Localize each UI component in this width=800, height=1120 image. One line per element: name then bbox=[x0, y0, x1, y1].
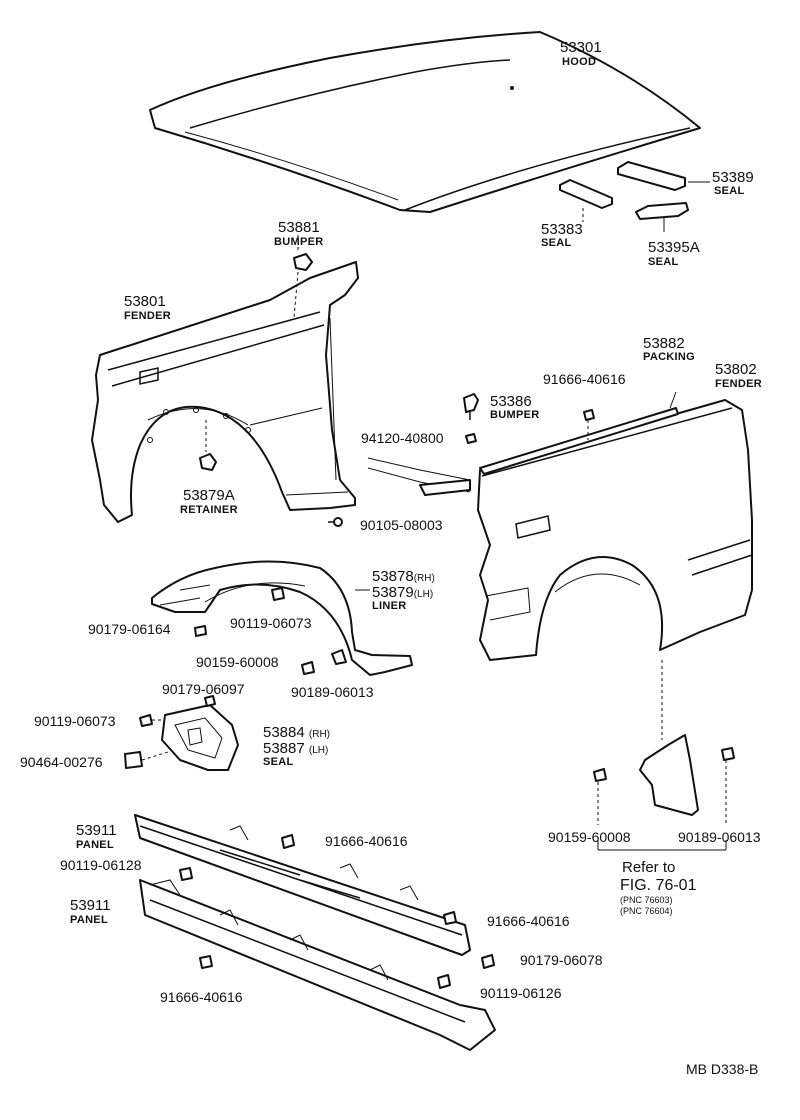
seal-53383-part[interactable] bbox=[559, 179, 613, 209]
label-panel-upper: PANEL bbox=[76, 839, 114, 851]
label-hood: HOOD bbox=[562, 56, 597, 68]
label-retainer: RETAINER bbox=[180, 504, 238, 516]
panel-53911-lower-part[interactable] bbox=[139, 879, 496, 1051]
clip-90179-06078-part[interactable] bbox=[481, 954, 495, 969]
label-53879: 53879(LH) bbox=[372, 585, 433, 600]
label-90119-06126: 90119-06126 bbox=[480, 985, 562, 1001]
screw-90159-60008-b-part[interactable] bbox=[593, 768, 607, 782]
label-90119-06128: 90119-06128 bbox=[60, 857, 142, 873]
footer-code: MB D338-B bbox=[686, 1061, 759, 1077]
packing-53882-part[interactable] bbox=[479, 407, 679, 475]
label-pnc-76603: (PNC 76603) bbox=[620, 895, 673, 905]
clip-90119-06073-b-part[interactable] bbox=[139, 714, 153, 727]
label-53879-number: 53879 bbox=[372, 584, 414, 601]
label-seal-53383: SEAL bbox=[541, 237, 572, 249]
label-seal-53389: SEAL bbox=[714, 185, 745, 197]
label-90179-06164: 90179-06164 bbox=[88, 621, 171, 637]
label-bumper-53386: BUMPER bbox=[490, 409, 540, 421]
label-53389: 53389 bbox=[712, 169, 754, 186]
label-panel-lower: PANEL bbox=[70, 914, 108, 926]
seal-53884-53887-part[interactable] bbox=[161, 704, 239, 771]
label-91666-40616-c: 91666-40616 bbox=[487, 913, 570, 929]
label-94120-40800: 94120-40800 bbox=[361, 430, 444, 446]
label-53879-suffix: (LH) bbox=[413, 589, 434, 600]
bolt-90119-06128-part[interactable] bbox=[179, 867, 193, 881]
label-90119-06073-a: 90119-06073 bbox=[230, 615, 312, 631]
label-90179-06097: 90179-06097 bbox=[162, 681, 245, 697]
label-91666-40616-b: 91666-40616 bbox=[325, 833, 408, 849]
bumper-53881-part[interactable] bbox=[293, 253, 313, 271]
clip-90179-06097-part[interactable] bbox=[204, 695, 216, 707]
label-90159-60008-b: 90159-60008 bbox=[548, 829, 631, 845]
seal-53395a-part[interactable] bbox=[635, 202, 689, 220]
seal-53389-part[interactable] bbox=[617, 161, 686, 191]
bolt-90119-06126-part[interactable] bbox=[437, 974, 451, 989]
label-53878: 53878(RH) bbox=[372, 569, 435, 584]
label-53884-number: 53884 bbox=[263, 724, 305, 741]
label-53887: 53887 (LH) bbox=[263, 741, 328, 756]
clip-90189-06013-b-part[interactable] bbox=[721, 747, 735, 761]
clip-90464-00276-part[interactable] bbox=[124, 751, 143, 769]
label-fender-53801: FENDER bbox=[124, 310, 172, 322]
fender-53802-part[interactable] bbox=[477, 399, 753, 661]
label-fig-76-01: FIG. 76-01 bbox=[620, 877, 697, 894]
label-53881: 53881 bbox=[278, 219, 320, 236]
label-53882: 53882 bbox=[643, 335, 685, 352]
nut-94120-40800-part[interactable] bbox=[465, 433, 477, 444]
label-91666-40616-d: 91666-40616 bbox=[160, 989, 243, 1005]
bolt-91666-40616-c-part[interactable] bbox=[443, 911, 457, 925]
label-90179-06078: 90179-06078 bbox=[520, 952, 603, 968]
label-91666-40616-a: 91666-40616 bbox=[543, 371, 626, 387]
label-53911-upper: 53911 bbox=[76, 822, 117, 839]
label-bumper-53881: BUMPER bbox=[274, 236, 324, 248]
label-53386: 53386 bbox=[490, 393, 532, 410]
label-packing: PACKING bbox=[643, 351, 696, 363]
clip-90189-06013-a-part[interactable] bbox=[331, 649, 347, 665]
clip-90179-06164-part[interactable] bbox=[194, 625, 207, 637]
label-53301: 53301 bbox=[560, 39, 602, 56]
label-seal-53884: SEAL bbox=[263, 756, 294, 768]
label-53879a: 53879A bbox=[183, 487, 235, 504]
clip-90119-06073-a-part[interactable] bbox=[271, 587, 285, 601]
label-90105-08003: 90105-08003 bbox=[360, 517, 443, 533]
bolt-91666-40616-a-part[interactable] bbox=[583, 409, 595, 421]
label-53884: 53884 (RH) bbox=[263, 725, 330, 740]
label-fender-53802: FENDER bbox=[715, 378, 763, 390]
label-90189-06013-a: 90189-06013 bbox=[291, 684, 374, 700]
label-53802: 53802 bbox=[715, 361, 757, 378]
label-refer-to: Refer to bbox=[622, 859, 676, 876]
retainer-53879a-part[interactable] bbox=[199, 453, 217, 471]
label-90189-06013-b: 90189-06013 bbox=[678, 829, 761, 845]
label-53878-number: 53878 bbox=[372, 568, 414, 585]
label-liner: LINER bbox=[372, 600, 407, 612]
label-53395a: 53395A bbox=[648, 239, 700, 256]
label-90159-60008-a: 90159-60008 bbox=[196, 654, 279, 670]
label-53887-number: 53887 bbox=[263, 740, 305, 757]
bumper-53386-part[interactable] bbox=[463, 393, 479, 420]
bolt-90105-08003-part[interactable] bbox=[328, 517, 343, 527]
label-90119-06073-b: 90119-06073 bbox=[34, 713, 116, 729]
bolt-91666-40616-d-part[interactable] bbox=[199, 955, 213, 969]
label-seal-53395a: SEAL bbox=[648, 256, 679, 268]
label-pnc-76604: (PNC 76604) bbox=[620, 906, 673, 916]
label-53884-suffix: (RH) bbox=[308, 729, 330, 740]
label-53801: 53801 bbox=[124, 293, 166, 310]
fender-53801-part[interactable] bbox=[91, 261, 359, 523]
liner-53878-53879-part[interactable] bbox=[151, 560, 413, 676]
mud-guard-part[interactable] bbox=[639, 734, 699, 816]
label-53878-suffix: (RH) bbox=[413, 573, 435, 584]
hood-part[interactable] bbox=[149, 31, 701, 213]
label-90464-00276: 90464-00276 bbox=[20, 754, 103, 770]
label-53887-suffix: (LH) bbox=[308, 745, 329, 756]
label-53911-lower: 53911 bbox=[70, 897, 111, 914]
label-53383: 53383 bbox=[541, 221, 583, 238]
screw-90159-60008-a-part[interactable] bbox=[301, 661, 315, 675]
panel-53911-upper-part[interactable] bbox=[134, 814, 471, 956]
bolt-91666-40616-b-part[interactable] bbox=[281, 834, 295, 849]
